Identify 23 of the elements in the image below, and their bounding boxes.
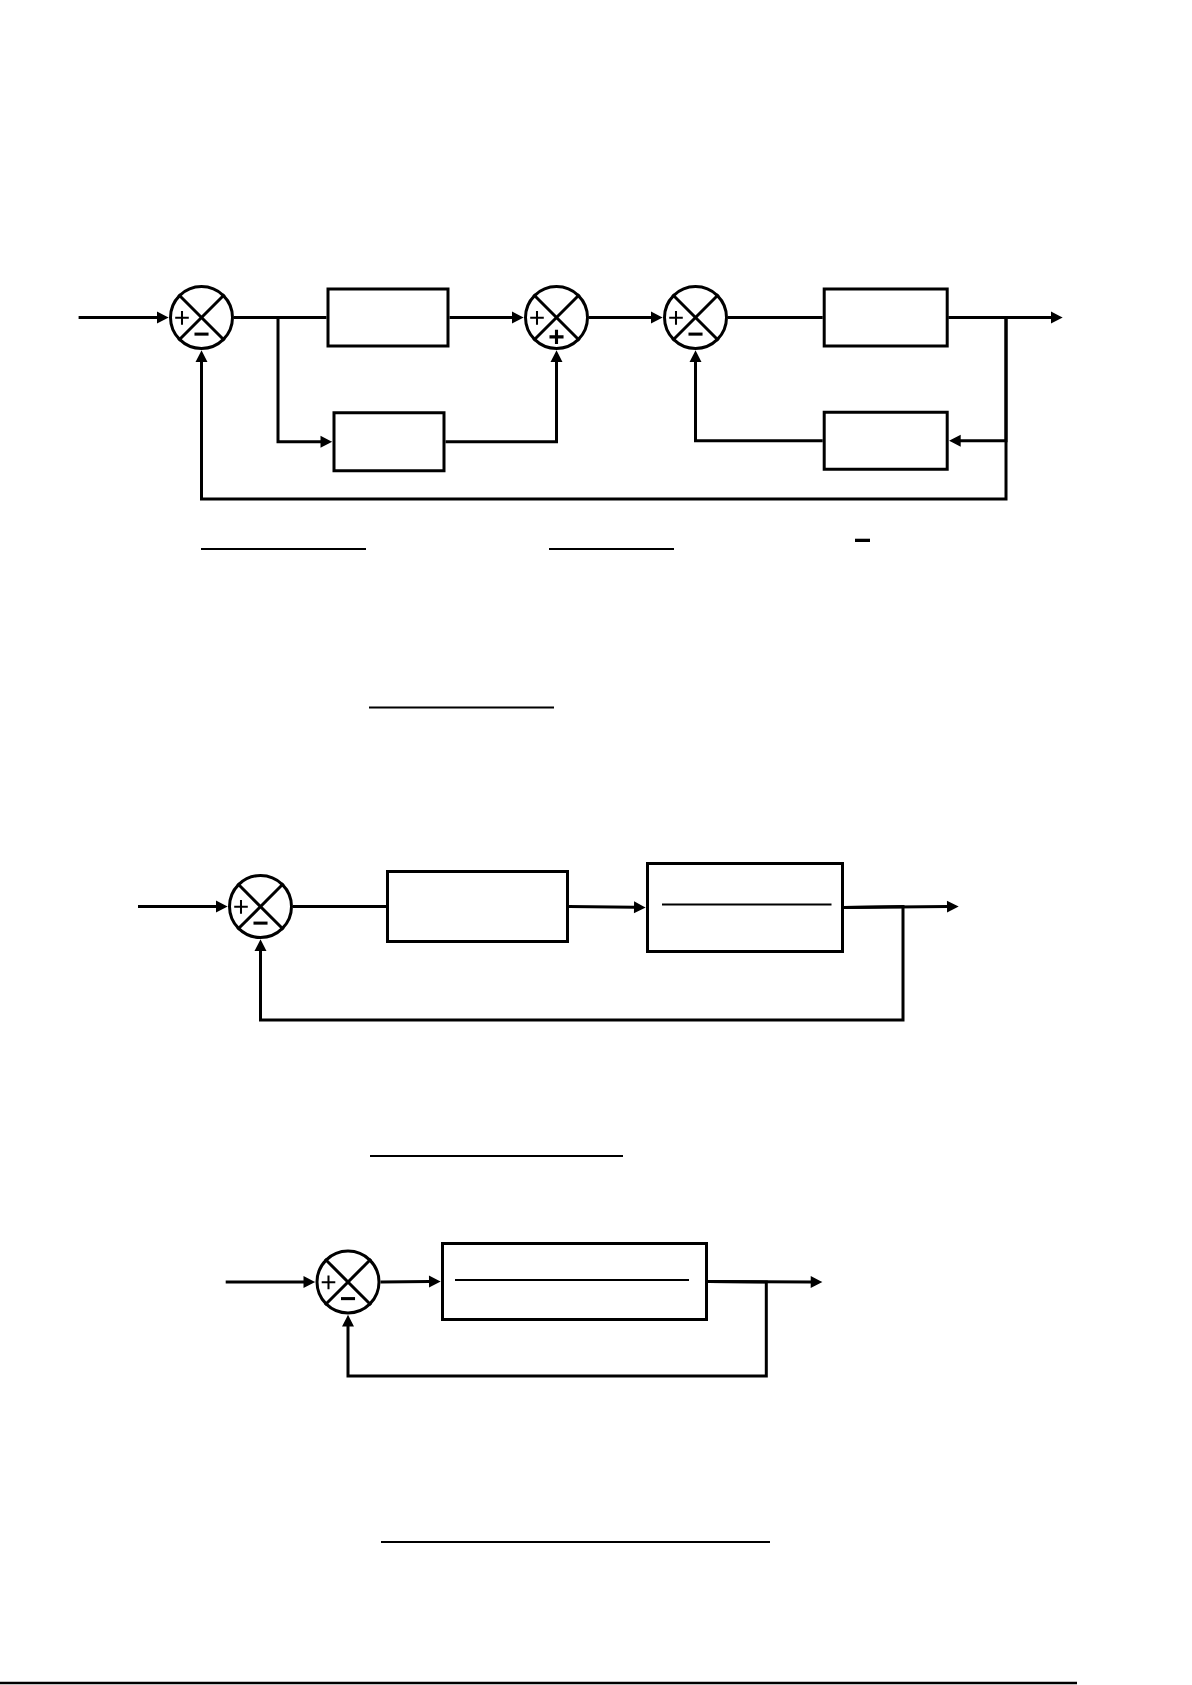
arrow: [195, 316, 1008, 501]
block-box: [646, 862, 844, 953]
connector-line: [293, 905, 386, 908]
sign-label: −: [194, 332, 209, 336]
arrow: [254, 905, 905, 1022]
block-box: [332, 411, 446, 473]
block-box: [386, 870, 569, 943]
sign-label: +: [669, 310, 683, 325]
sign-label: −: [341, 1297, 356, 1301]
minus-sign: −: [855, 538, 870, 542]
sign-label: +: [175, 310, 189, 325]
sign-label: +: [549, 329, 564, 344]
block-box: [822, 287, 949, 348]
sign-label: −: [688, 332, 703, 336]
arrow: [342, 1280, 768, 1378]
sign-label: −: [253, 921, 268, 925]
connector-line: [728, 316, 823, 319]
sign-label: +: [321, 1275, 336, 1290]
sign-label: +: [530, 310, 544, 325]
block-box: [822, 410, 949, 471]
block-box: [326, 287, 450, 348]
sign-label: +: [234, 899, 248, 914]
block-box: [441, 1242, 708, 1321]
